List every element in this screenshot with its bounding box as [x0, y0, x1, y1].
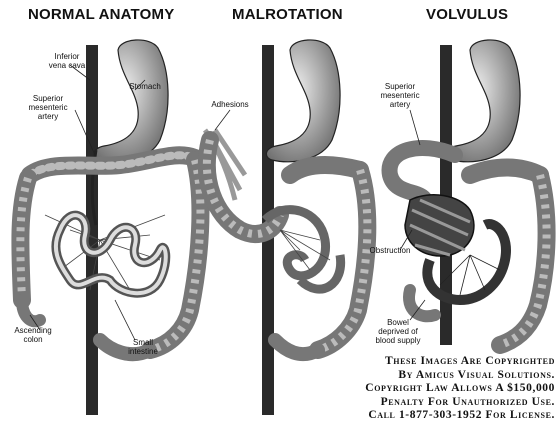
normal-anatomy-title: NORMAL ANATOMY: [28, 6, 174, 23]
label-adhesions: Adhesions: [200, 100, 260, 109]
copyright-line: These Images Are Copyrighted: [285, 355, 555, 369]
transverse-colon: [470, 168, 540, 176]
label-obstruction: Obstruction: [360, 246, 420, 255]
label-small-intestine: Small intestine: [118, 338, 168, 356]
label-superior-mesenteric-artery: Superior mesenteric artery: [18, 94, 78, 121]
malrotation-title: MALROTATION: [232, 6, 343, 23]
label-ascending-colon: Ascending colon: [8, 326, 58, 344]
stomach: [94, 40, 168, 162]
volvulus-title: VOLVULUS: [426, 6, 508, 23]
copyright-line: Penalty For Unauthorized Use.: [285, 396, 555, 410]
copyright-line: Copyright Law Allows A $150,000: [285, 382, 555, 396]
stomach: [446, 40, 520, 162]
copyright-line: By Amicus Visual Solutions.: [285, 369, 555, 383]
label-bowel-deprived-of-blood-supply: Bowel deprived of blood supply: [368, 318, 428, 345]
transverse-colon: [290, 165, 360, 175]
label-superior-mesenteric-artery: Superior mesenteric artery: [370, 82, 430, 109]
stomach: [266, 40, 340, 162]
label-stomach: Stomach: [120, 82, 170, 91]
copyright-notice: These Images Are Copyrighted By Amicus V…: [285, 355, 555, 423]
copyright-line: Call 1-877-303-1952 For License.: [285, 409, 555, 423]
label-inferior-vena-cava: Inferior vena cava: [42, 52, 92, 70]
